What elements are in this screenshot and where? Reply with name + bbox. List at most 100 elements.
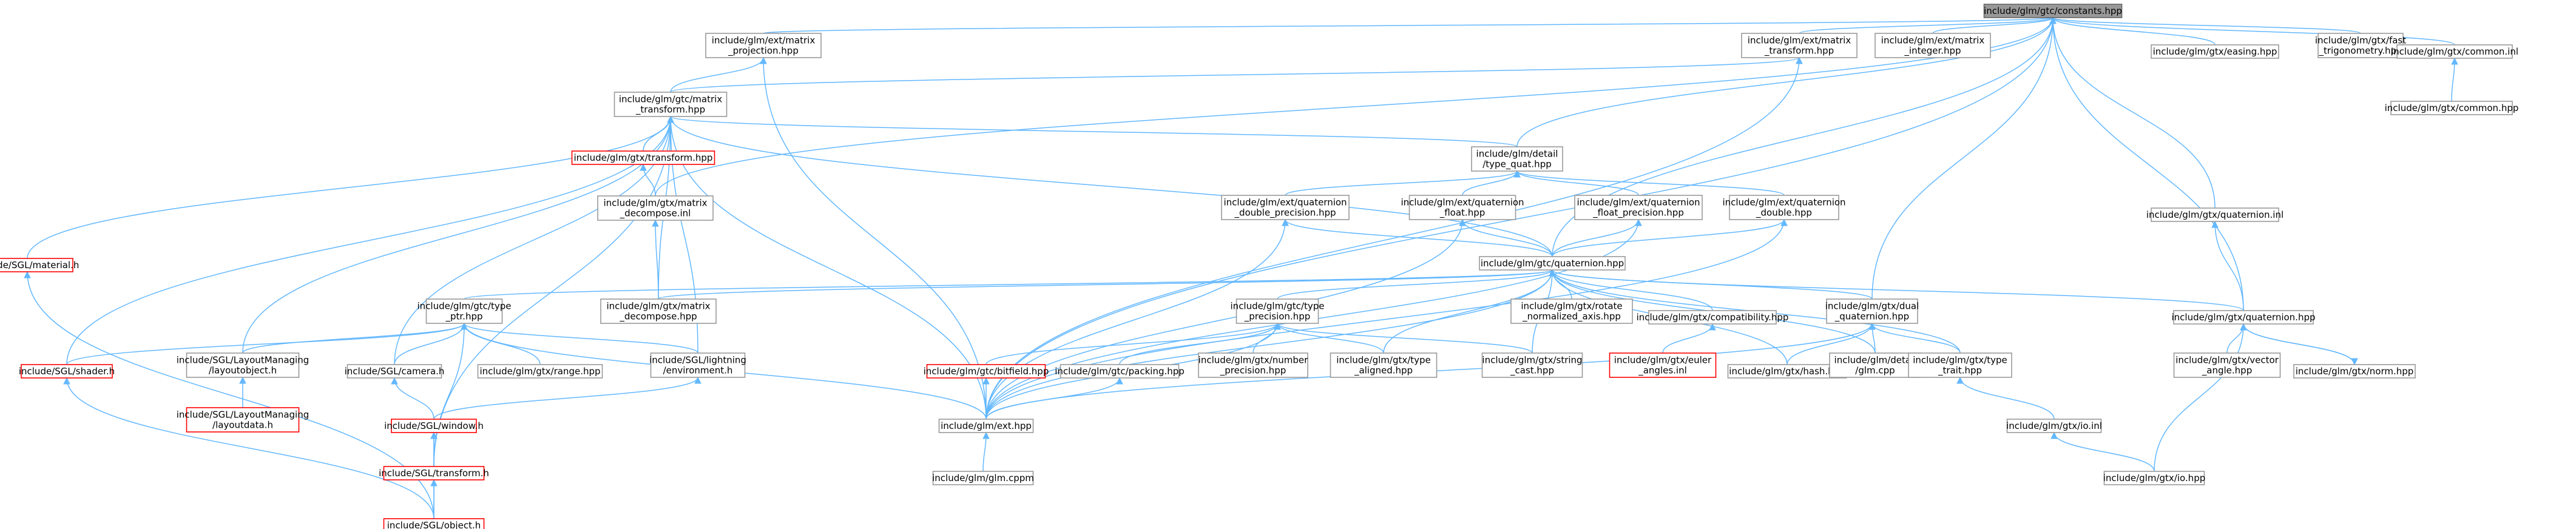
file-node-box <box>425 298 503 324</box>
file-node-qinl[interactable]: include/glm/gtx/quaternion.inl <box>2146 207 2284 222</box>
file-node-iohpp[interactable]: include/glm/gtx/io.hpp <box>2103 471 2206 485</box>
file-node-typeptr[interactable]: include/glm/gtc/type_ptr.hpp <box>418 298 512 324</box>
dependency-edge-typeprec-strcast <box>1277 323 1533 354</box>
file-node-box <box>1221 195 1350 220</box>
file-node-trait[interactable]: include/glm/gtx/type_trait.hpp <box>1908 352 2012 378</box>
file-node-ext[interactable]: include/glm/ext.hpp <box>938 419 1034 433</box>
file-node-qfp[interactable]: include/glm/ext/quaternion_float_precisi… <box>1574 195 1703 220</box>
file-node-box <box>186 407 300 433</box>
file-node-box <box>1060 364 1180 379</box>
file-node-box <box>938 419 1034 433</box>
file-node-box <box>2173 352 2281 378</box>
file-node-label: /layoutdata.h <box>212 420 273 431</box>
file-node-fasttrig[interactable]: include/glm/gtx/fast_trigonometry.hpp <box>2315 33 2406 58</box>
dependency-edge-dquat-qdp <box>1285 170 1518 196</box>
file-node-label: include/glm/gtc/quaternion.hpp <box>1481 258 1624 269</box>
edges-layer <box>24 16 2458 519</box>
file-node-box <box>1481 352 1583 378</box>
file-node-box <box>926 364 1046 379</box>
file-node-label: include/glm/gtc/constants.hpp <box>1984 5 2122 16</box>
file-node-qf[interactable]: include/glm/ext/quaternion_float.hpp <box>1401 195 1524 220</box>
file-node-gtcq[interactable]: include/glm/gtc/quaternion.hpp <box>1479 256 1626 271</box>
dependency-edge-typeprec-tyal <box>1277 323 1384 354</box>
edge-arrowhead <box>694 376 701 384</box>
file-node-camera[interactable]: include/SGL/camera.h <box>345 364 445 379</box>
file-node-window[interactable]: include/SGL/window.h <box>384 419 484 433</box>
edge-arrowhead <box>430 431 438 439</box>
file-node-label: include/SGL/material.h <box>0 260 79 271</box>
dependency-edge-compat-euler <box>1662 323 1713 354</box>
file-node-tyal[interactable]: include/glm/gtx/type_aligned.hpp <box>1330 352 1438 378</box>
file-node-box <box>186 352 300 378</box>
file-node-box <box>2103 471 2205 485</box>
file-node-object[interactable]: include/SGL/object.h <box>383 518 485 529</box>
file-node-dualq[interactable]: include/glm/gtx/dual_quaternion.hpp <box>1825 298 1919 324</box>
file-node-hash[interactable]: include/glm/gtx/hash.hpp <box>1727 364 1847 379</box>
file-node-mdhpp[interactable]: include/glm/gtx/matrix_decompose.hpp <box>600 298 717 324</box>
file-node-mdinl[interactable]: include/glm/gtx/matrix_decompose.inl <box>597 195 714 221</box>
file-node-box <box>705 33 822 58</box>
file-node-bitfield[interactable]: include/glm/gtc/bitfield.hpp <box>924 364 1049 379</box>
file-node-root[interactable]: include/glm/gtc/constants.hpp <box>1983 4 2123 18</box>
file-node-gtxq[interactable]: include/glm/gtx/quaternion.hpp <box>2172 310 2316 325</box>
file-node-xform[interactable]: include/glm/ext/matrix_transform.hpp <box>1741 33 1858 58</box>
file-node-comhpp[interactable]: include/glm/gtx/common.hpp <box>2385 101 2519 115</box>
file-node-range[interactable]: include/glm/gtx/range.hpp <box>477 364 603 379</box>
dependency-edge-root-ext <box>985 17 2054 420</box>
file-node-cppm[interactable]: include/glm/glm.cppm <box>932 471 1034 485</box>
dependency-edge-gtcq-gtxq <box>1552 269 2244 311</box>
file-node-label: _integer.hpp <box>1904 45 1961 57</box>
file-node-label: include/glm/gtx/string <box>1482 355 1582 366</box>
file-node-shader[interactable]: include/SGL/shader.h <box>19 364 115 379</box>
edge-arrowhead <box>1274 322 1281 330</box>
file-node-box <box>1510 298 1633 324</box>
dependency-edge-root-mint <box>1932 17 2054 34</box>
file-node-easing[interactable]: include/glm/gtx/easing.hpp <box>2151 44 2279 59</box>
edge-arrowhead <box>2351 358 2358 366</box>
file-node-label: _precision.hpp <box>1244 311 1311 323</box>
file-node-box <box>1574 195 1703 220</box>
file-node-typeprec[interactable]: include/glm/gtc/type_precision.hpp <box>1231 298 1325 324</box>
file-node-gtcmt[interactable]: include/glm/gtc/matrix_transform.hpp <box>614 92 728 117</box>
dependency-edge-root-gtxq <box>2052 17 2244 311</box>
dependency-edge-xform-ext <box>985 57 1800 420</box>
file-node-glmcpp[interactable]: include/glm/detail/glm.cpp <box>1829 352 1921 378</box>
file-node-label: _aligned.hpp <box>1354 365 1413 377</box>
file-node-strcast[interactable]: include/glm/gtx/string_cast.hpp <box>1481 352 1583 378</box>
file-node-label: include/glm/gtx/compatibility.hpp <box>1637 312 1789 323</box>
file-node-cominl[interactable]: include/glm/gtx/common.inl <box>2391 44 2518 59</box>
file-node-lighting[interactable]: include/SGL/lightning/environment.h <box>649 352 746 378</box>
file-node-sgltr[interactable]: include/SGL/transform.h <box>379 466 489 480</box>
dependency-edge-root-easing <box>2052 17 2216 45</box>
file-node-qdp[interactable]: include/glm/ext/quaternion_double_precis… <box>1221 195 1350 220</box>
file-node-label: include/glm/gtc/packing.hpp <box>1055 366 1185 377</box>
file-node-label: include/glm/gtx/norm.hpp <box>2296 366 2414 377</box>
file-node-label: /glm.cpp <box>1855 365 1895 376</box>
file-node-compat[interactable]: include/glm/gtx/compatibility.hpp <box>1637 310 1789 325</box>
file-node-numprec[interactable]: include/glm/gtx/number_precision.hpp <box>1198 352 1308 378</box>
file-node-lmdata[interactable]: include/SGL/LayoutManaging/layoutdata.h <box>177 407 309 433</box>
file-node-proj[interactable]: include/glm/ext/matrix_projection.hpp <box>705 33 822 58</box>
edge-arrowhead <box>2211 220 2219 228</box>
file-node-rotnorm[interactable]: include/glm/gtx/rotate_normalized_axis.h… <box>1510 298 1633 324</box>
file-node-dquat[interactable]: include/glm/detail/type_quat.hpp <box>1471 146 1563 172</box>
file-node-lmobj[interactable]: include/SGL/LayoutManaging/layoutobject.… <box>177 352 309 378</box>
file-node-label: _trigonometry.hpp <box>2318 45 2402 57</box>
file-node-packing[interactable]: include/glm/gtc/packing.hpp <box>1055 364 1185 379</box>
dependency-edge-gtcq-mdhpp <box>658 269 1553 300</box>
file-node-vangle[interactable]: include/glm/gtx/vector_angle.hpp <box>2173 352 2281 378</box>
file-node-label: include/glm/gtx/transform.hpp <box>574 152 713 163</box>
file-node-label: include/glm/detail <box>1476 149 1558 160</box>
file-node-gtxtr[interactable]: include/glm/gtx/transform.hpp <box>571 150 715 165</box>
file-node-euler[interactable]: include/glm/gtx/euler_angles.inl <box>1609 352 1717 378</box>
file-node-material[interactable]: include/SGL/material.h <box>0 258 79 272</box>
dependency-edge-gtcmt-ext <box>670 116 987 420</box>
file-node-qd[interactable]: include/glm/ext/quaternion_double.hpp <box>1722 195 1846 220</box>
file-node-label: _transform.hpp <box>635 104 705 116</box>
file-node-mint[interactable]: include/glm/ext/matrix_integer.hpp <box>1875 33 1991 58</box>
file-node-ioinl[interactable]: include/glm/gtx/io.inl <box>2006 419 2102 433</box>
file-node-box <box>597 195 714 221</box>
file-node-norm[interactable]: include/glm/gtx/norm.hpp <box>2293 364 2416 379</box>
edge-arrowhead <box>667 115 674 123</box>
